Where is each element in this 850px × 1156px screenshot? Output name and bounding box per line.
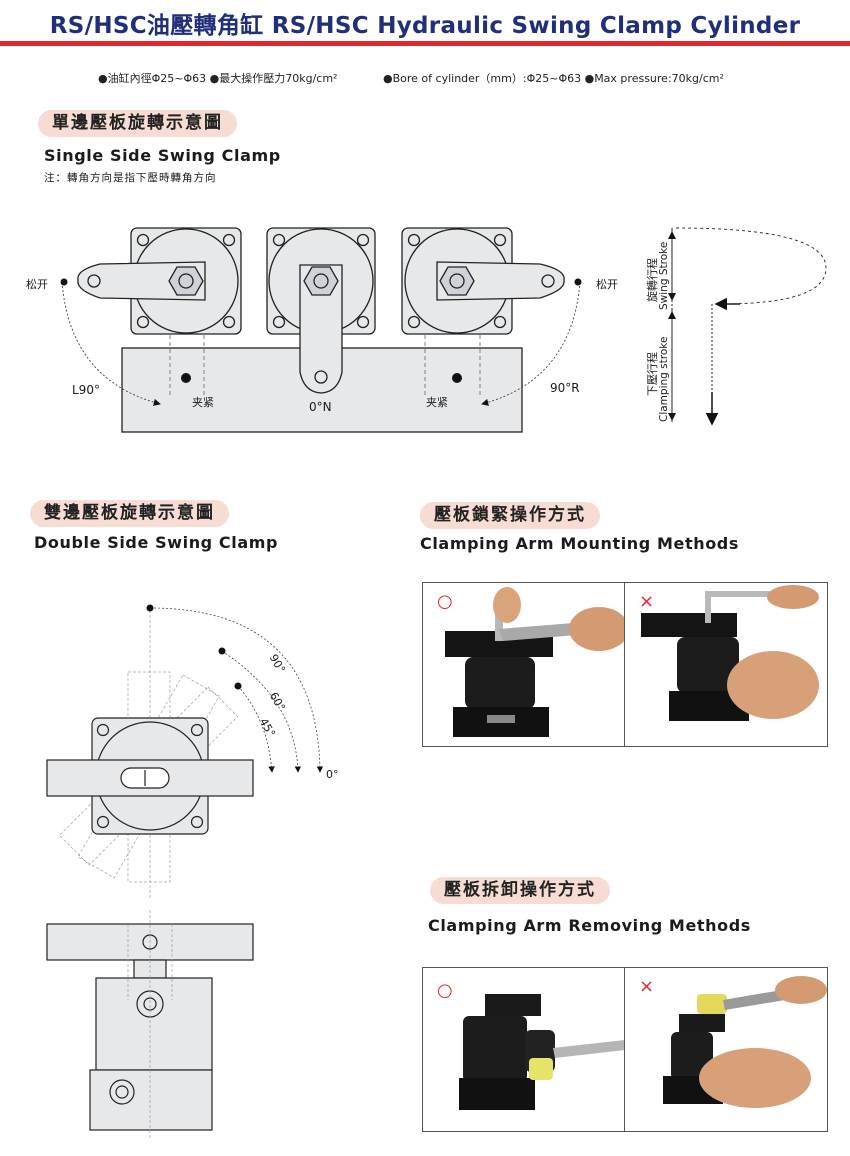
double-heading-cn: 雙邊壓板旋轉示意圖: [30, 500, 229, 527]
angle-left-label: L90°: [72, 383, 100, 397]
mounting-heading-en: Clamping Arm Mounting Methods: [420, 534, 739, 553]
mounting-heading-cn: 壓板鎖緊操作方式: [420, 502, 600, 529]
single-note: 注：轉角方向是指下壓時轉角方向: [44, 172, 217, 184]
removing-correct-mark: ○: [437, 980, 453, 1001]
removing-heading-en: Clamping Arm Removing Methods: [428, 916, 751, 935]
stroke-diagram: [668, 227, 827, 426]
mounting-correct-mark: ○: [437, 591, 453, 612]
page-title: RS/HSC油壓轉角缸 RS/HSC Hydraulic Swing Clamp…: [49, 13, 801, 39]
angle-center-label: 0°N: [309, 400, 332, 414]
angle-right-label: 90°R: [550, 381, 580, 395]
swing-stroke-en: Swing Stroke: [658, 241, 670, 310]
clamp-label-left: 夹紧: [192, 396, 214, 409]
clamp-label-right: 夹紧: [426, 396, 448, 409]
title-divider: [0, 41, 850, 46]
side-elevation-drawing: [46, 910, 254, 1140]
single-heading-cn: 單邊壓板旋轉示意圖: [38, 110, 237, 137]
clamping-stroke-en: Clamping stroke: [658, 336, 670, 422]
single-heading-en: Single Side Swing Clamp: [44, 146, 281, 165]
spec-english: ●Bore of cylinder（mm）:Φ25~Φ63 ●Max press…: [383, 72, 724, 85]
single-swing-drawing: [60, 227, 582, 433]
mounting-wrong-mark: ×: [639, 591, 655, 612]
double-swing-drawing: [46, 604, 324, 900]
release-label-left: 松开: [26, 278, 48, 291]
removing-heading-cn: 壓板拆卸操作方式: [430, 877, 610, 904]
removing-wrong-photo: ×: [624, 967, 828, 1132]
removing-wrong-mark: ×: [639, 976, 655, 997]
mounting-correct-photo: ○: [422, 582, 626, 747]
double-heading-en: Double Side Swing Clamp: [34, 533, 279, 552]
release-label-right: 松开: [596, 278, 618, 291]
removing-correct-photo: ○: [422, 967, 626, 1132]
mounting-wrong-photo: ×: [624, 582, 828, 747]
spec-chinese: ●油缸內徑Φ25~Φ63 ●最大操作壓力70kg/cm²: [98, 72, 338, 85]
angle-0-label: 0°: [326, 768, 339, 781]
